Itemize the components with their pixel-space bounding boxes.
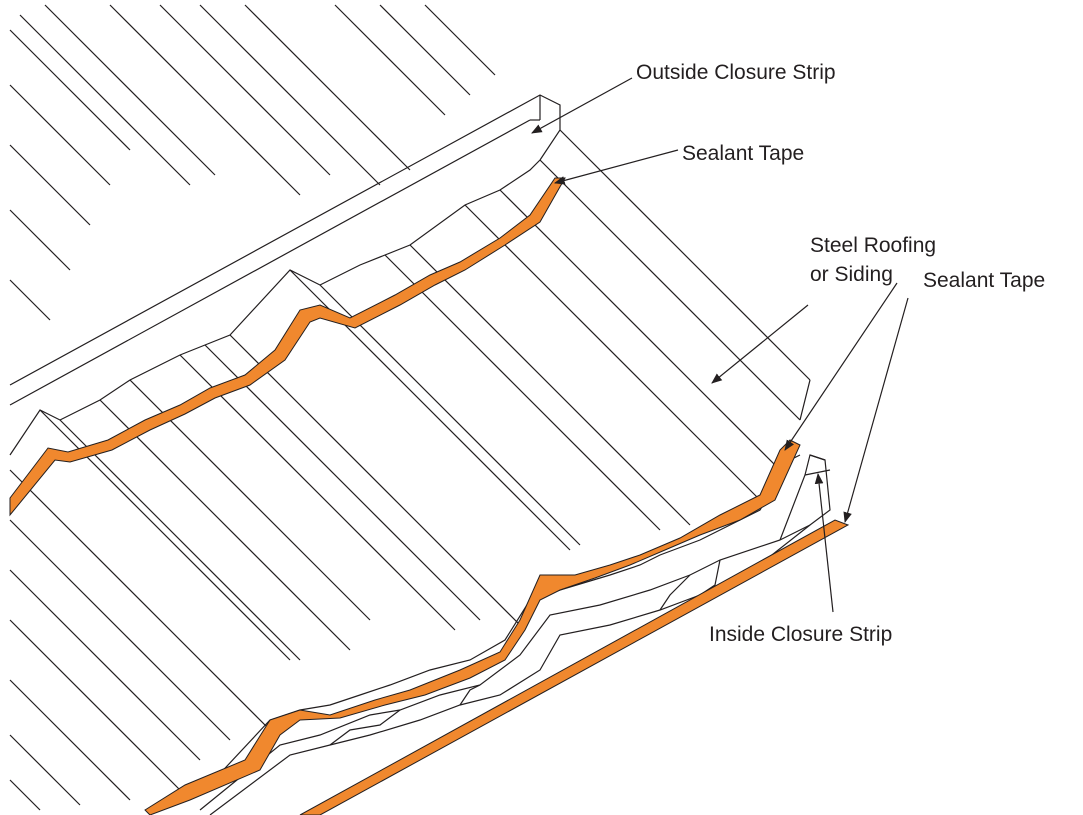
label-sealant-tape-lower: Sealant Tape (923, 269, 1045, 292)
leader-steel-roofing (711, 304, 809, 384)
leader-outside-closure (531, 77, 633, 134)
sealant-tape-eave (299, 519, 850, 815)
sealant-tape-lower (144, 439, 801, 815)
label-inside-closure-strip: Inside Closure Strip (709, 623, 892, 646)
sealant-tape-upper (9, 177, 566, 517)
leader-lines (531, 77, 909, 613)
label-outside-closure-strip: Outside Closure Strip (636, 61, 836, 84)
label-or-siding: or Siding (810, 263, 893, 286)
leader-sealant-lower-a (784, 282, 898, 451)
leader-sealant-lower-b (843, 297, 909, 524)
leader-inside-closure (814, 472, 834, 613)
leader-sealant-upper (553, 149, 679, 185)
labels: Outside Closure Strip Sealant Tape Steel… (636, 61, 1045, 646)
steel-roofing-panel (9, 4, 831, 815)
label-steel-roofing: Steel Roofing (810, 234, 936, 257)
label-sealant-tape-upper: Sealant Tape (682, 142, 804, 165)
